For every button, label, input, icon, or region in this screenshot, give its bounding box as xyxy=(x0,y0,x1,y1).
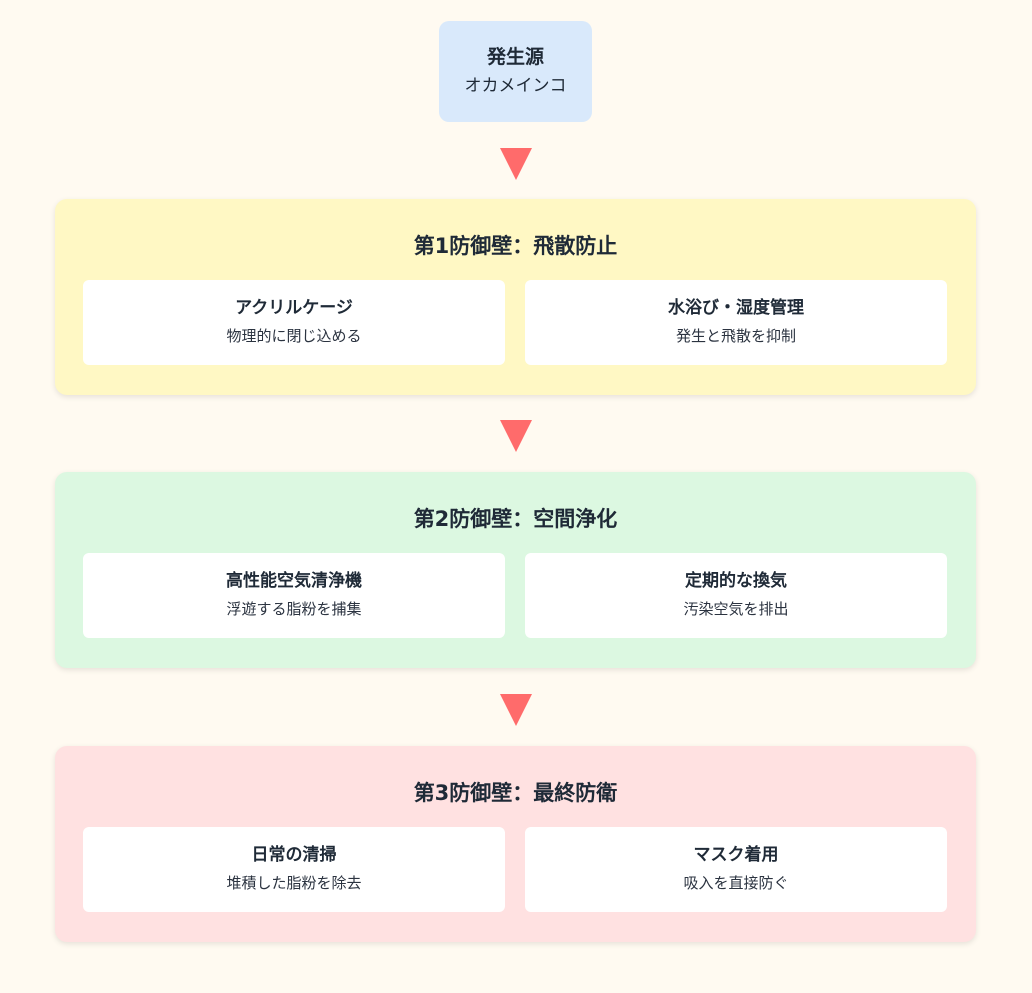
wall-1-item-bath-humidity: 水浴び・湿度管理 発生と飛散を抑制 xyxy=(525,280,947,365)
item-title: 日常の清掃 xyxy=(251,845,337,865)
item-description: 吸入を直接防ぐ xyxy=(683,874,789,892)
item-description: 汚染空気を排出 xyxy=(683,600,789,618)
defense-wall-2: 第2防御壁：空間浄化 高性能空気清浄機 浮遊する脂粉を捕集 定期的な換気 汚染空… xyxy=(55,472,976,668)
item-title: マスク着用 xyxy=(693,845,779,865)
defense-wall-3: 第3防御壁：最終防衛 日常の清掃 堆積した脂粉を除去 マスク着用 吸入を直接防ぐ xyxy=(55,746,976,942)
wall-3-item-daily-cleaning: 日常の清掃 堆積した脂粉を除去 xyxy=(83,827,505,912)
item-title: 水浴び・湿度管理 xyxy=(668,298,804,318)
item-description: 浮遊する脂粉を捕集 xyxy=(226,600,362,618)
wall-2-item-air-purifier: 高性能空気清浄機 浮遊する脂粉を捕集 xyxy=(83,553,505,638)
item-description: 堆積した脂粉を除去 xyxy=(226,874,362,892)
source-subtitle: オカメインコ xyxy=(464,76,567,96)
defense-wall-1: 第1防御壁：飛散防止 アクリルケージ 物理的に閉じ込める 水浴び・湿度管理 発生… xyxy=(55,199,976,395)
down-arrow-icon xyxy=(500,148,532,180)
wall-1-item-acrylic-cage: アクリルケージ 物理的に閉じ込める xyxy=(83,280,505,365)
source-node: 発生源 オカメインコ xyxy=(439,21,592,122)
item-title: アクリルケージ xyxy=(235,298,353,318)
down-arrow-icon xyxy=(500,420,532,452)
defense-wall-3-title: 第3防御壁：最終防衛 xyxy=(413,781,618,805)
item-title: 定期的な換気 xyxy=(685,571,787,591)
wall-3-item-mask: マスク着用 吸入を直接防ぐ xyxy=(525,827,947,912)
item-description: 物理的に閉じ込める xyxy=(226,327,362,345)
item-description: 発生と飛散を抑制 xyxy=(675,327,796,345)
defense-wall-1-title: 第1防御壁：飛散防止 xyxy=(413,234,618,258)
source-title: 発生源 xyxy=(486,46,544,68)
wall-2-item-ventilation: 定期的な換気 汚染空気を排出 xyxy=(525,553,947,638)
down-arrow-icon xyxy=(500,694,532,726)
defense-wall-2-title: 第2防御壁：空間浄化 xyxy=(413,507,618,531)
item-title: 高性能空気清浄機 xyxy=(226,571,362,591)
